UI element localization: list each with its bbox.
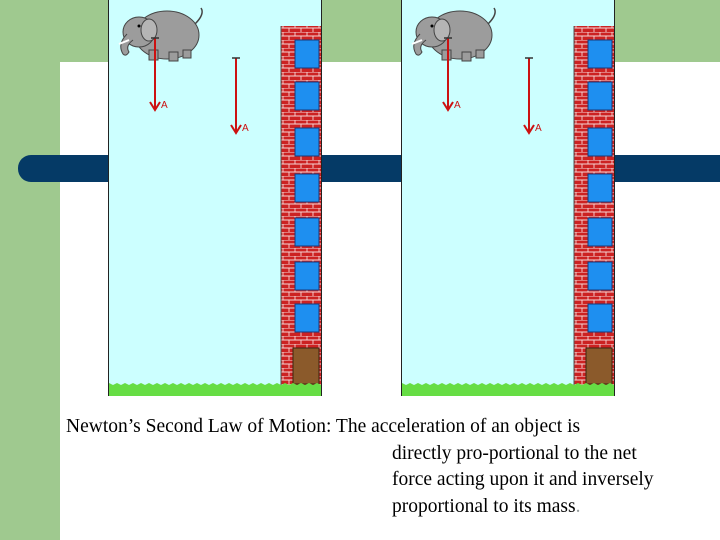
caption-line-3: force acting upon it and inversely	[66, 467, 720, 494]
window-3	[588, 128, 612, 156]
grass	[402, 383, 614, 396]
window-6	[588, 262, 612, 290]
door	[586, 348, 612, 384]
window-7	[295, 304, 319, 332]
caption-line-4: proportional to its mass.	[66, 494, 720, 521]
window-3	[295, 128, 319, 156]
window-1	[295, 40, 319, 68]
window-5	[588, 218, 612, 246]
caption: Newton’s Second Law of Motion: The accel…	[66, 414, 720, 520]
window-1	[588, 40, 612, 68]
caption-period: .	[576, 496, 581, 517]
window-5	[295, 218, 319, 246]
window-2	[588, 82, 612, 110]
window-7	[588, 304, 612, 332]
grass	[109, 383, 321, 396]
acceleration-arrow-object-label: A	[535, 123, 542, 134]
window-2	[295, 82, 319, 110]
acceleration-arrow-elephant-label: A	[161, 100, 168, 111]
acceleration-arrow-elephant-label: A	[454, 100, 461, 111]
window-4	[588, 174, 612, 202]
decorative-sidebar	[0, 0, 60, 540]
brick-building	[574, 26, 614, 386]
caption-line-1: Newton’s Second Law of Motion: The accel…	[66, 414, 720, 441]
door	[293, 348, 319, 384]
illustration-1: AA	[109, 0, 321, 396]
window-4	[295, 174, 319, 202]
acceleration-arrow-object-label: A	[242, 123, 249, 134]
window-6	[295, 262, 319, 290]
caption-line-2: directly pro-portional to the net	[66, 441, 720, 468]
caption-line-4-text: proportional to its mass	[392, 496, 576, 517]
illustration-2: AA	[402, 0, 614, 396]
brick-building	[281, 26, 321, 386]
